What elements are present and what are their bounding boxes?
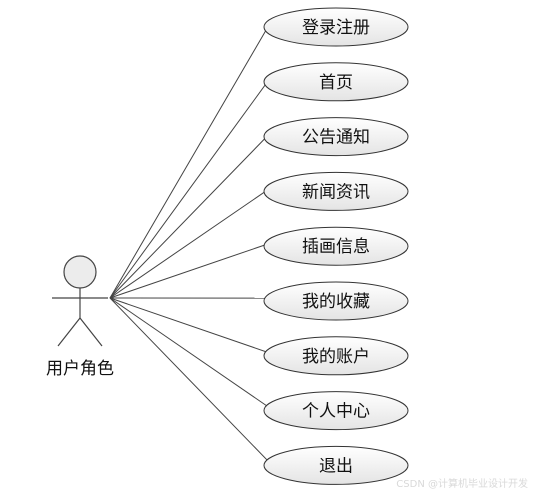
association-line xyxy=(109,23,270,299)
association-lines xyxy=(109,23,270,463)
use-case: 插画信息 xyxy=(263,226,409,266)
use-case-label: 个人中心 xyxy=(302,402,370,422)
use-case-ellipse xyxy=(263,171,409,211)
use-case-label: 首页 xyxy=(319,73,353,93)
actor-user-role: 用户角色 xyxy=(46,255,114,379)
use-case-ellipse xyxy=(263,336,409,376)
association-line xyxy=(109,188,270,299)
use-case-label: 新闻资讯 xyxy=(302,182,370,202)
use-case-label: 公告通知 xyxy=(302,128,370,148)
use-case: 公告通知 xyxy=(263,117,409,157)
association-line xyxy=(109,78,270,299)
actor-right-leg xyxy=(79,317,103,347)
use-case-ellipse xyxy=(263,226,409,266)
use-case-ellipse xyxy=(263,445,409,485)
actor-left-leg xyxy=(57,317,81,347)
use-case-ellipse xyxy=(263,391,409,431)
actor-label: 用户角色 xyxy=(46,359,114,379)
actor-head xyxy=(63,255,97,289)
use-case-label: 登录注册 xyxy=(302,18,370,38)
use-case: 个人中心 xyxy=(263,391,409,431)
association-line xyxy=(109,242,270,299)
association-line xyxy=(109,297,270,463)
use-case: 我的账户 xyxy=(263,336,409,376)
use-case: 新闻资讯 xyxy=(263,171,409,211)
use-case: 退出 xyxy=(263,445,409,485)
use-case: 我的收藏 xyxy=(263,281,409,321)
watermark: CSDN @计算机毕业设计开发 xyxy=(396,479,528,490)
use-case-ellipse xyxy=(263,7,409,47)
use-case-label: 我的账户 xyxy=(302,347,370,367)
use-case: 首页 xyxy=(263,62,409,102)
association-line xyxy=(109,297,270,354)
association-line xyxy=(109,133,270,299)
use-case-ellipse xyxy=(263,62,409,102)
association-line xyxy=(109,297,270,409)
use-case-label: 退出 xyxy=(319,456,353,476)
use-case-label: 我的收藏 xyxy=(302,292,370,312)
use-case-ellipse xyxy=(263,117,409,157)
use-case-label: 插画信息 xyxy=(302,237,370,257)
use-case-ellipse xyxy=(263,281,409,321)
use-case: 登录注册 xyxy=(263,7,409,47)
